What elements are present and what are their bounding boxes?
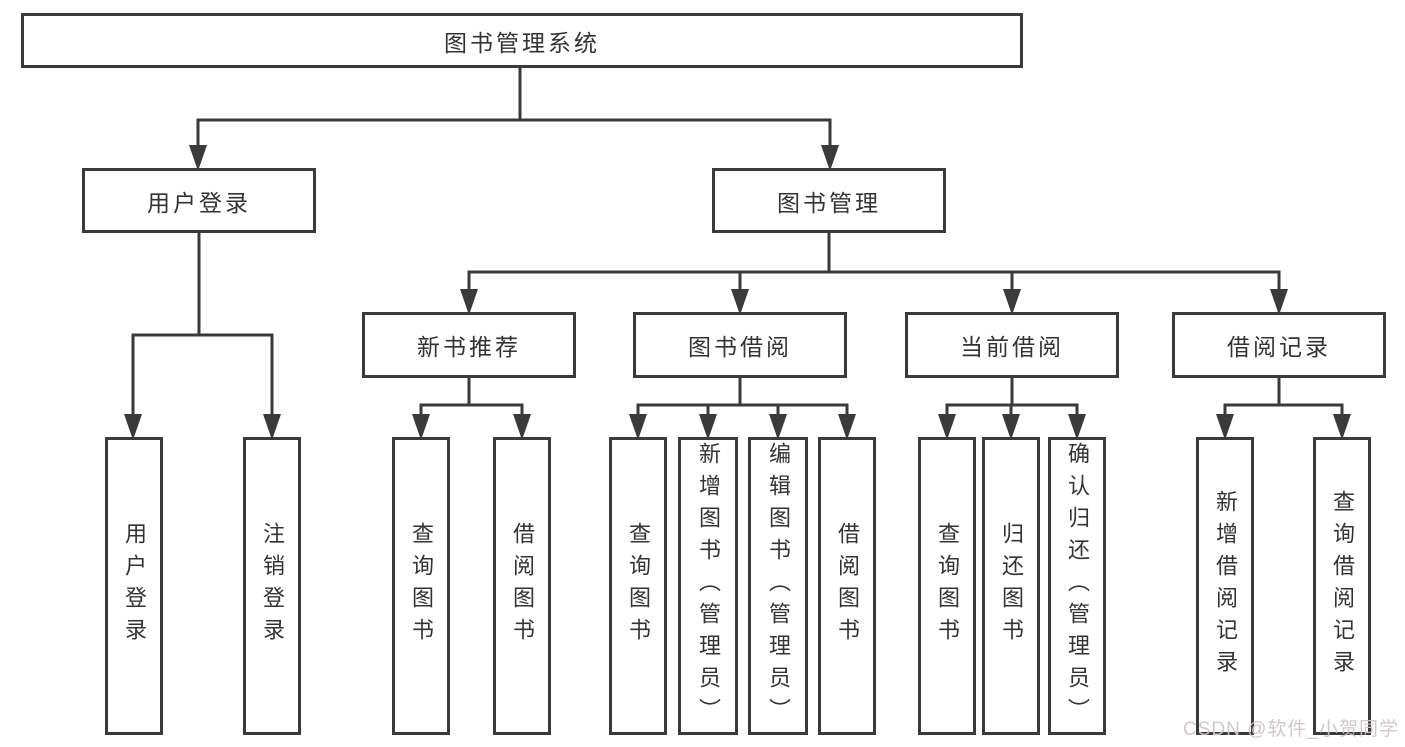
node-label: 新书推荐 bbox=[417, 334, 521, 360]
node-user-login-leaf: 用户登录 bbox=[105, 437, 163, 735]
node-library-management-system: 图书管理系统 bbox=[21, 13, 1023, 68]
node-edit-book-admin: 编辑图书（管理员） bbox=[748, 437, 808, 735]
node-new-book-recommend: 新书推荐 bbox=[362, 312, 576, 378]
connector-root-to-level2 bbox=[196, 66, 832, 152]
node-label: 查询借阅记录 bbox=[1330, 490, 1355, 682]
node-query-books-borrowing: 查询图书 bbox=[609, 437, 667, 735]
node-label: 图书管理 bbox=[777, 189, 881, 216]
connector-current-borrowing-group bbox=[945, 376, 1079, 419]
node-book-borrowing: 图书借阅 bbox=[633, 312, 847, 378]
node-label: 查询图书 bbox=[935, 522, 960, 650]
node-label: 编辑图书（管理员） bbox=[766, 442, 791, 730]
node-book-management: 图书管理 bbox=[712, 168, 946, 233]
connector-new-book-recommend-group bbox=[419, 376, 524, 419]
node-label: 新增借阅记录 bbox=[1213, 490, 1238, 682]
node-label: 借阅记录 bbox=[1227, 334, 1331, 360]
node-label: 查询图书 bbox=[626, 522, 651, 650]
node-query-books-current: 查询图书 bbox=[918, 437, 976, 735]
connector-borrowing-records-group bbox=[1223, 376, 1344, 419]
node-label: 图书管理系统 bbox=[444, 29, 600, 56]
connector-user-login-group bbox=[131, 231, 274, 418]
node-add-book-admin: 新增图书（管理员） bbox=[678, 437, 738, 735]
node-add-borrow-record: 新增借阅记录 bbox=[1196, 437, 1254, 735]
node-logout: 注销登录 bbox=[243, 437, 301, 735]
connector-book-borrowing-group bbox=[636, 376, 849, 419]
node-query-books-recommend: 查询图书 bbox=[392, 437, 450, 735]
node-label: 借阅图书 bbox=[510, 522, 535, 650]
node-label: 归还图书 bbox=[999, 522, 1024, 650]
node-borrow-books-leaf: 借阅图书 bbox=[818, 437, 876, 735]
connector-book-management-to-level3 bbox=[467, 231, 1281, 293]
node-borrow-books-recommend: 借阅图书 bbox=[493, 437, 551, 735]
node-label: 借阅图书 bbox=[835, 522, 860, 650]
node-return-book: 归还图书 bbox=[982, 437, 1040, 735]
csdn-watermark: CSDN @软件_小贺同学 bbox=[1183, 719, 1399, 740]
node-label: 图书借阅 bbox=[688, 334, 792, 360]
node-label: 新增图书（管理员） bbox=[696, 442, 721, 730]
node-label: 查询图书 bbox=[409, 522, 434, 650]
node-label: 注销登录 bbox=[260, 522, 285, 650]
node-borrowing-records: 借阅记录 bbox=[1172, 312, 1386, 378]
node-current-borrowing: 当前借阅 bbox=[905, 312, 1119, 378]
arrowheads bbox=[124, 145, 1351, 440]
node-label: 确认归还（管理员） bbox=[1065, 442, 1090, 730]
node-confirm-return-admin: 确认归还（管理员） bbox=[1048, 437, 1106, 735]
node-label: 用户登录 bbox=[122, 522, 147, 650]
node-label: 当前借阅 bbox=[960, 334, 1064, 360]
node-label: 用户登录 bbox=[147, 189, 251, 216]
node-query-borrow-record: 查询借阅记录 bbox=[1313, 437, 1371, 735]
node-user-login: 用户登录 bbox=[82, 168, 316, 233]
